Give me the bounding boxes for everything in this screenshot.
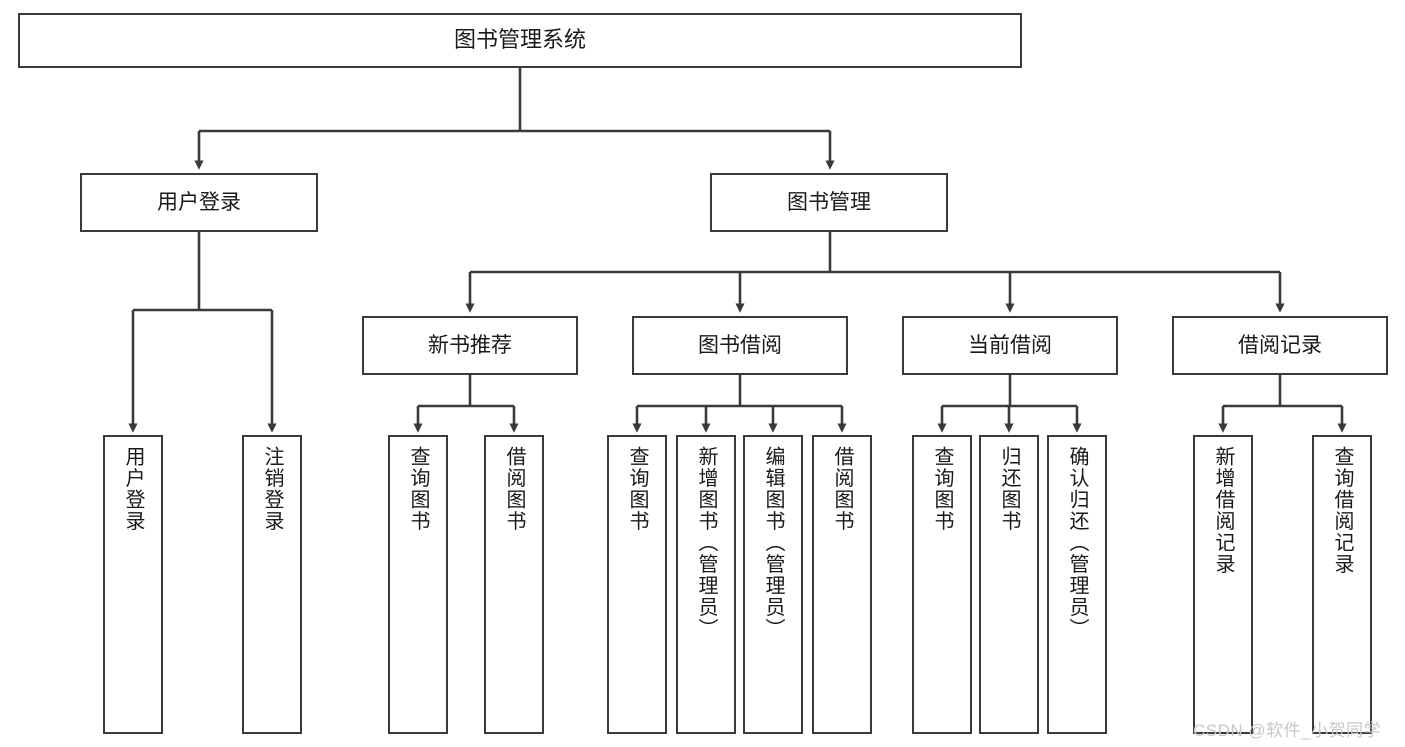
node-label: 查询图书 — [407, 446, 429, 532]
node-borrow-record[interactable]: 借阅记录 — [1172, 316, 1388, 375]
node-label: 确认归还（管理员） — [1066, 446, 1088, 640]
node-label: 用户登录 — [122, 446, 144, 532]
node-root-system[interactable]: 图书管理系统 — [18, 13, 1022, 68]
leaf-query-book-recommend[interactable]: 查询图书 — [388, 435, 448, 734]
node-user-login[interactable]: 用户登录 — [80, 173, 318, 232]
leaf-add-book-admin[interactable]: 新增图书（管理员） — [676, 435, 736, 734]
node-label: 用户登录 — [157, 190, 241, 214]
leaf-edit-book-admin[interactable]: 编辑图书（管理员） — [743, 435, 803, 734]
csdn-watermark: CSDN @软件_小贺同学 — [1193, 721, 1382, 740]
leaf-query-book-current[interactable]: 查询图书 — [912, 435, 972, 734]
node-label: 图书借阅 — [698, 333, 782, 357]
leaf-user-login[interactable]: 用户登录 — [103, 435, 163, 734]
node-label: 借阅图书 — [503, 446, 525, 532]
node-label: 图书管理 — [787, 190, 871, 214]
node-label: 新书推荐 — [428, 333, 512, 357]
node-label: 新增借阅记录 — [1212, 446, 1234, 575]
node-label: 归还图书 — [998, 446, 1020, 532]
node-label: 图书管理系统 — [453, 27, 586, 53]
node-label: 当前借阅 — [968, 333, 1052, 357]
node-label: 查询图书 — [626, 446, 648, 532]
node-book-management[interactable]: 图书管理 — [710, 173, 948, 232]
leaf-borrow-book-recommend[interactable]: 借阅图书 — [484, 435, 544, 734]
node-label: 查询图书 — [931, 446, 953, 532]
node-label: 查询借阅记录 — [1331, 446, 1353, 575]
leaf-add-borrow-record[interactable]: 新增借阅记录 — [1193, 435, 1253, 734]
leaf-return-book[interactable]: 归还图书 — [979, 435, 1039, 734]
leaf-confirm-return-admin[interactable]: 确认归还（管理员） — [1047, 435, 1107, 734]
node-label: 编辑图书（管理员） — [762, 446, 784, 640]
node-label: 借阅记录 — [1238, 333, 1322, 357]
node-label: 注销登录 — [261, 446, 283, 532]
leaf-borrow-book[interactable]: 借阅图书 — [812, 435, 872, 734]
node-current-borrow[interactable]: 当前借阅 — [902, 316, 1118, 375]
node-label: 新增图书（管理员） — [695, 446, 717, 640]
leaf-query-borrow-record[interactable]: 查询借阅记录 — [1312, 435, 1372, 734]
node-label: 借阅图书 — [831, 446, 853, 532]
node-new-book-recommend[interactable]: 新书推荐 — [362, 316, 578, 375]
leaf-logout[interactable]: 注销登录 — [242, 435, 302, 734]
node-book-borrow[interactable]: 图书借阅 — [632, 316, 848, 375]
leaf-query-book-borrow[interactable]: 查询图书 — [607, 435, 667, 734]
